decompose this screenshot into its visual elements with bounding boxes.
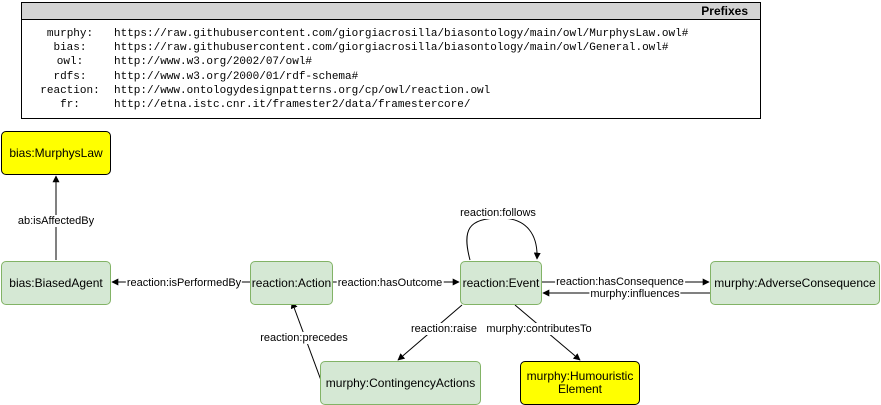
prefix-uri: http://www.w3.org/2002/07/owl#: [114, 56, 313, 69]
prefix-key: owl:: [56, 56, 84, 69]
label-contributes-to: murphy:contributesTo: [485, 323, 593, 335]
label-influences: murphy:influences: [589, 288, 681, 300]
label-has-consequence: reaction:hasConsequence: [555, 276, 685, 288]
prefix-uri: https://raw.githubusercontent.com/giorgi…: [114, 28, 689, 40]
node-biased-agent[interactable]: bias:BiasedAgent: [1, 261, 111, 305]
prefix-uri: http://www.ontologydesignpatterns.org/cp…: [114, 84, 491, 97]
node-contingency-actions[interactable]: murphy:ContingencyActions: [320, 361, 481, 405]
prefix-row: fr: http://etna.istc.cnr.it/framester2/da…: [34, 98, 688, 112]
label-is-affected-by: ab:isAffectedBy: [16, 215, 96, 227]
label-has-outcome: reaction:hasOutcome: [336, 277, 444, 289]
node-humouristic-element[interactable]: murphy:Humouristic Element: [520, 361, 640, 405]
prefixes-box: Prefixes murphy: https://raw.githubuserco…: [21, 2, 761, 119]
label-precedes: reaction:precedes: [259, 332, 349, 344]
node-event[interactable]: reaction:Event: [460, 261, 542, 305]
prefix-key: reaction:: [40, 84, 100, 97]
node-adverse-consequence[interactable]: murphy:AdverseConsequence: [710, 261, 880, 305]
prefix-row: murphy: https://raw.githubusercontent.com…: [34, 27, 688, 41]
prefix-key: fr:: [60, 99, 80, 112]
edge-follows: [466, 217, 541, 261]
node-action[interactable]: reaction:Action: [250, 261, 333, 305]
node-murphys-law[interactable]: bias:MurphysLaw: [1, 131, 111, 175]
label-is-performed-by: reaction:isPerformedBy: [125, 277, 243, 289]
prefix-row: reaction: http://www.ontologydesignpatter…: [34, 84, 688, 98]
prefix-key: murphy:: [46, 28, 94, 40]
label-follows: reaction:follows: [459, 207, 537, 219]
prefix-uri: http://etna.istc.cnr.it/framester2/data/…: [114, 99, 471, 112]
prefix-row: bias: https://raw.githubusercontent.com/g…: [34, 41, 688, 55]
prefix-key: bias:: [53, 42, 87, 55]
prefixes-title: Prefixes: [22, 3, 760, 20]
prefix-row: rdfs: http://www.w3.org/2000/01/rdf-schem…: [34, 70, 688, 84]
prefix-uri: http://www.w3.org/2000/01/rdf-schema#: [114, 70, 359, 83]
prefix-row: owl: http://www.w3.org/2002/07/owl#: [34, 55, 688, 69]
prefix-key: rdfs:: [53, 70, 87, 83]
prefixes-table: murphy: https://raw.githubusercontent.com…: [34, 27, 688, 112]
label-raise: reaction:raise: [409, 323, 479, 335]
prefix-uri: https://raw.githubusercontent.com/giorgi…: [114, 42, 669, 55]
